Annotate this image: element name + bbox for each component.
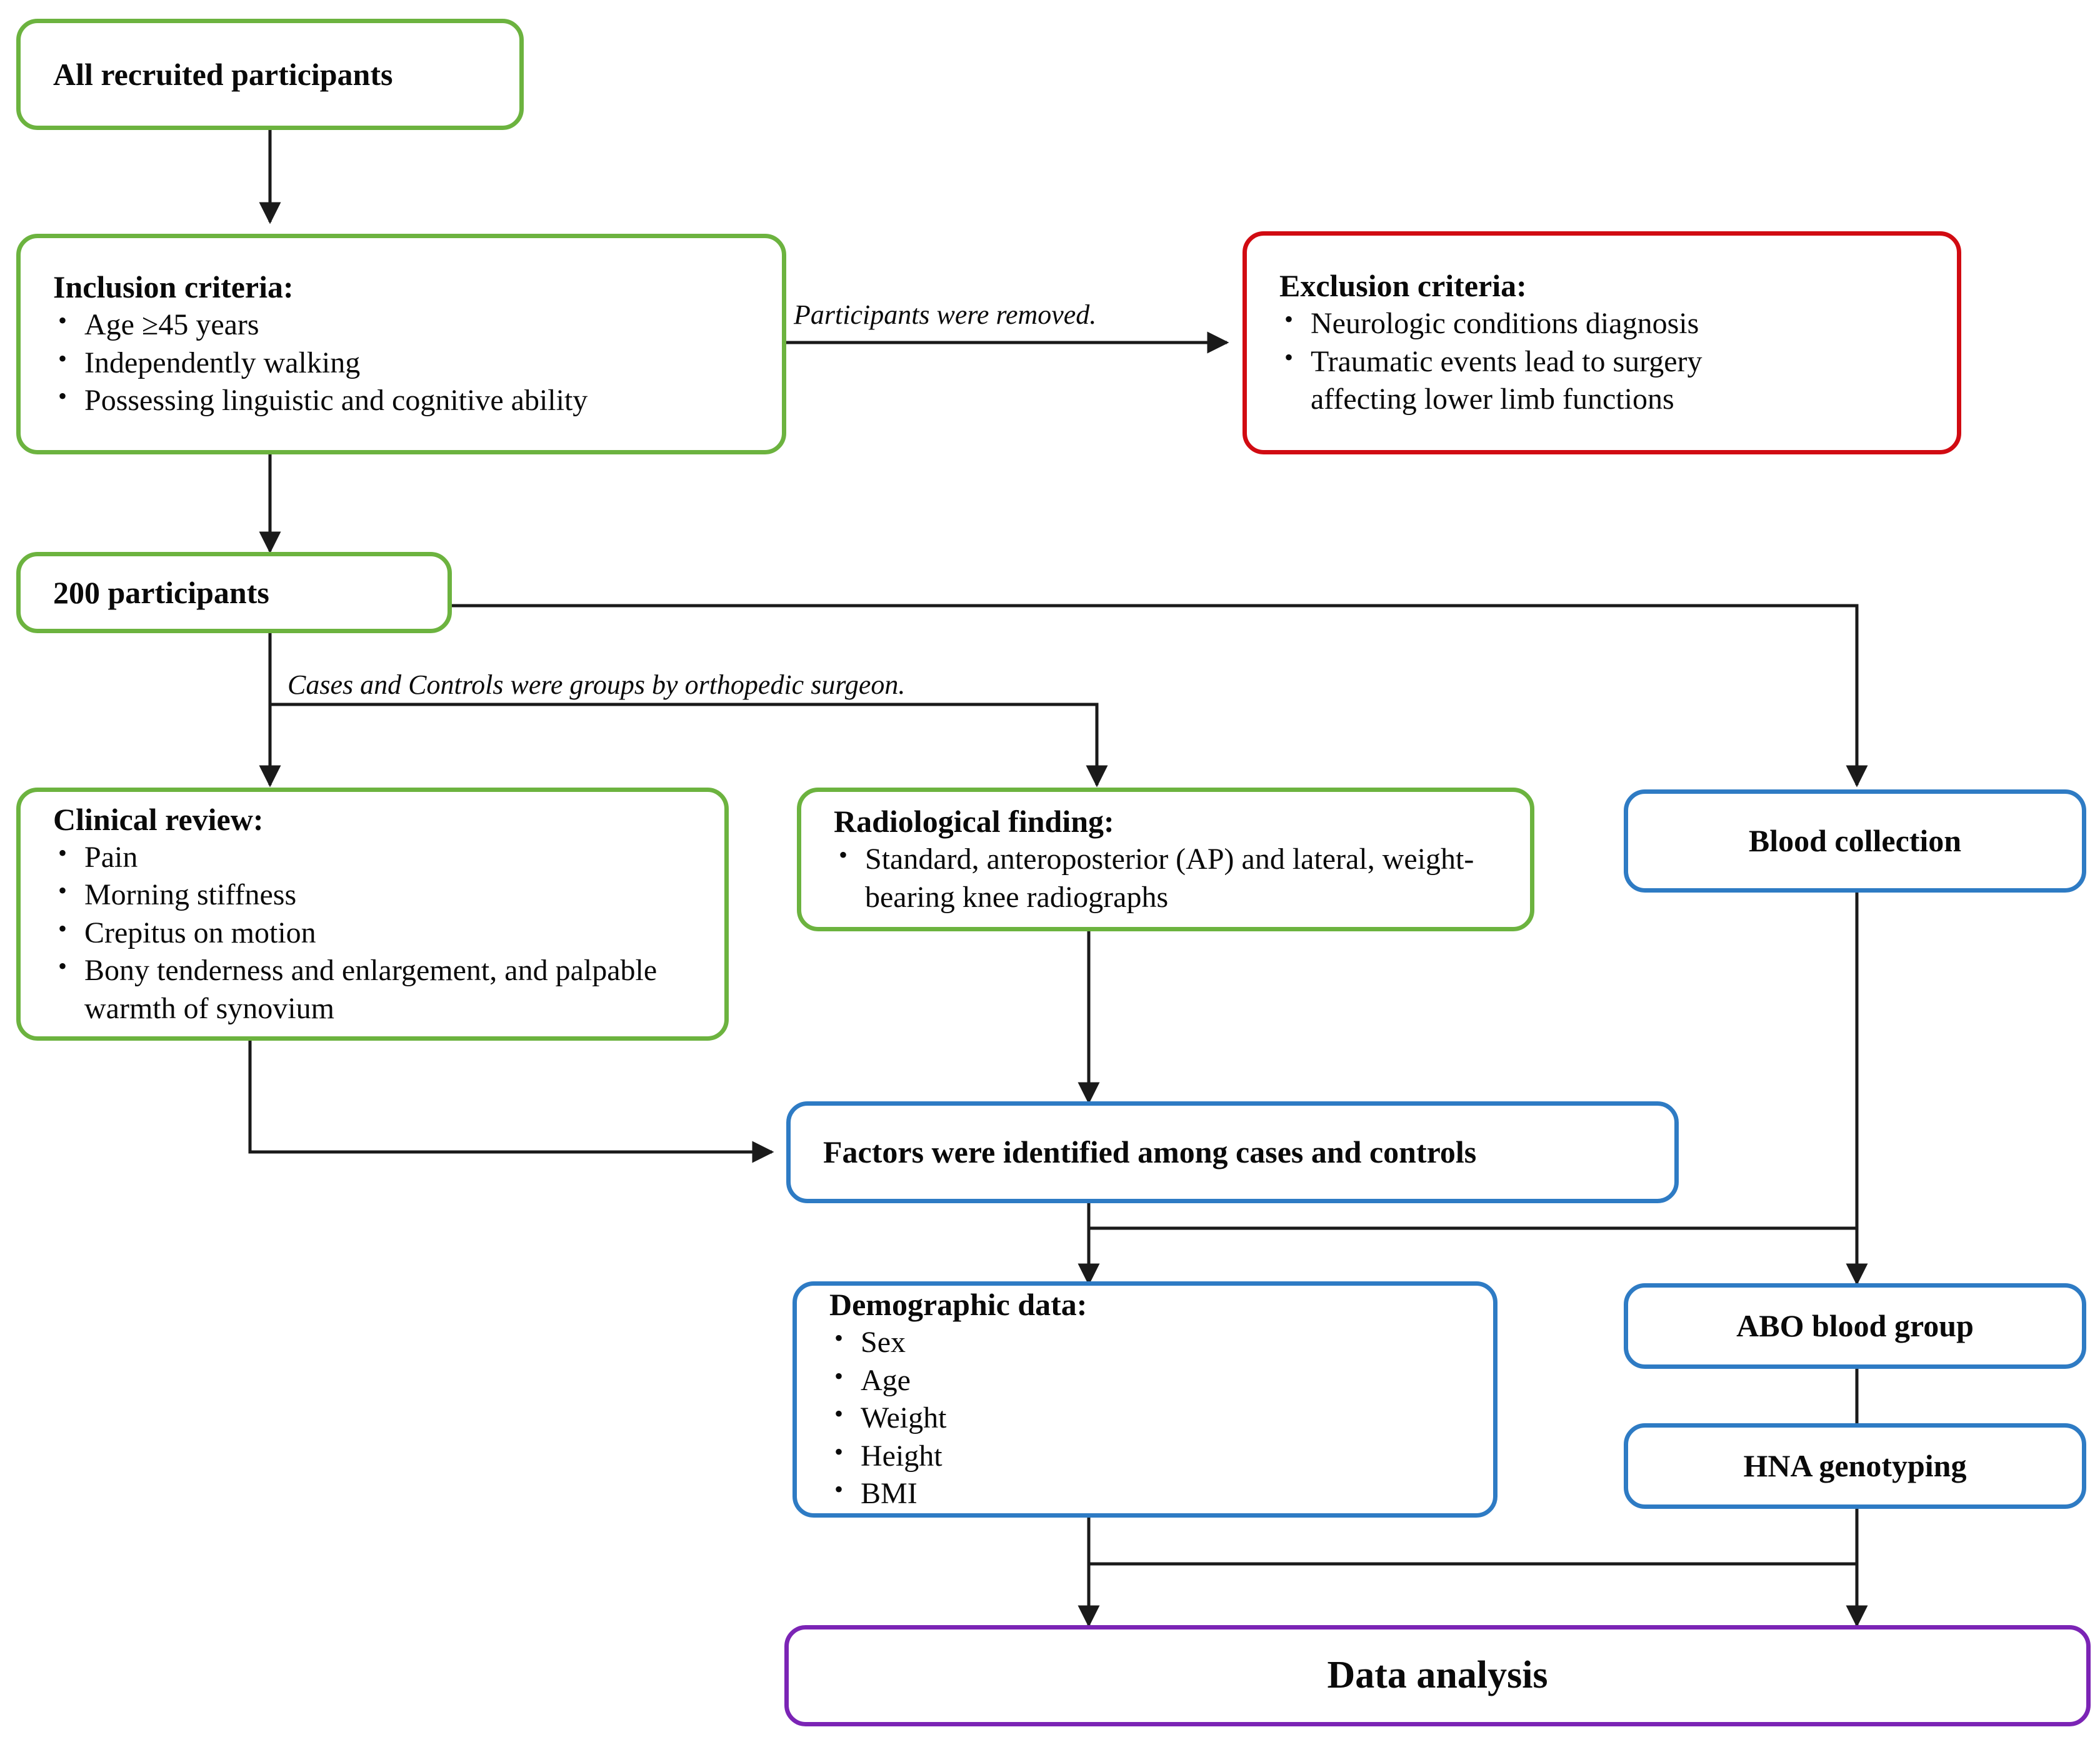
node-data-analysis[interactable]: Data analysis [784,1625,2091,1726]
node-title: Radiological finding: [834,804,1114,839]
radiological-finding-list: Standard, anteroposterior (AP) and later… [801,839,1530,916]
edge-clinical-to-factors [248,1041,774,1163]
node-200-participants[interactable]: 200 participants [16,552,452,633]
list-item: Age [829,1361,1493,1399]
edge-label-cases-controls-grouping: Cases and Controls were groups by orthop… [288,669,906,700]
node-inclusion-criteria[interactable]: Inclusion criteria: Age ≥45 years Indepe… [16,234,786,454]
list-item: Neurologic conditions diagnosis [1279,304,1957,343]
list-item: Sex [829,1323,1493,1361]
edge-200-to-radiological [270,703,1108,788]
list-item: Pain [53,838,724,876]
node-title: 200 participants [53,574,269,610]
list-item: Weight [829,1398,1493,1437]
edge-label-participants-removed: Participants were removed. [794,299,1097,330]
node-title: Demographic data: [829,1287,1088,1323]
node-title: All recruited participants [53,56,393,92]
list-item: Age ≥45 years [53,305,782,344]
list-item: Standard, anteroposterior (AP) and later… [834,839,1496,916]
node-title: Factors were identified among cases and … [823,1134,1477,1169]
list-item: Height [829,1436,1493,1475]
node-exclusion-criteria[interactable]: Exclusion criteria: Neurologic condition… [1242,231,1961,454]
node-title: Data analysis [1327,1654,1548,1697]
node-all-recruited-participants[interactable]: All recruited participants [16,19,524,130]
node-hna-genotyping[interactable]: HNA genotyping [1624,1423,2086,1509]
node-blood-collection[interactable]: Blood collection [1624,789,2086,893]
node-radiological-finding[interactable]: Radiological finding: Standard, anteropo… [797,788,1534,931]
demographic-data-list: Sex Age Weight Height BMI [797,1323,1493,1513]
exclusion-criteria-list: Neurologic conditions diagnosis Traumati… [1247,304,1957,419]
list-item: Crepitus on motion [53,913,724,952]
node-clinical-review[interactable]: Clinical review: Pain Morning stiffness … [16,788,729,1041]
list-item: Possessing linguistic and cognitive abil… [53,381,782,419]
node-title: Blood collection [1748,823,1962,858]
node-abo-blood-group[interactable]: ABO blood group [1624,1283,2086,1369]
list-item: Bony tenderness and enlargement, and pal… [53,951,684,1028]
clinical-review-list: Pain Morning stiffness Crepitus on motio… [21,838,724,1028]
node-demographic-data[interactable]: Demographic data: Sex Age Weight Height … [792,1281,1498,1518]
node-title: Exclusion criteria: [1279,268,1527,304]
node-title: Clinical review: [53,801,264,837]
list-item: Morning stiffness [53,875,724,914]
node-title: Inclusion criteria: [53,269,294,305]
node-title: ABO blood group [1736,1308,1974,1343]
list-item: Traumatic events lead to surgery affecti… [1279,342,1792,419]
inclusion-criteria-list: Age ≥45 years Independently walking Poss… [21,305,782,419]
list-item: BMI [829,1474,1493,1513]
node-factors-identified[interactable]: Factors were identified among cases and … [786,1101,1679,1203]
node-title: HNA genotyping [1743,1448,1967,1483]
list-item: Independently walking [53,343,782,382]
